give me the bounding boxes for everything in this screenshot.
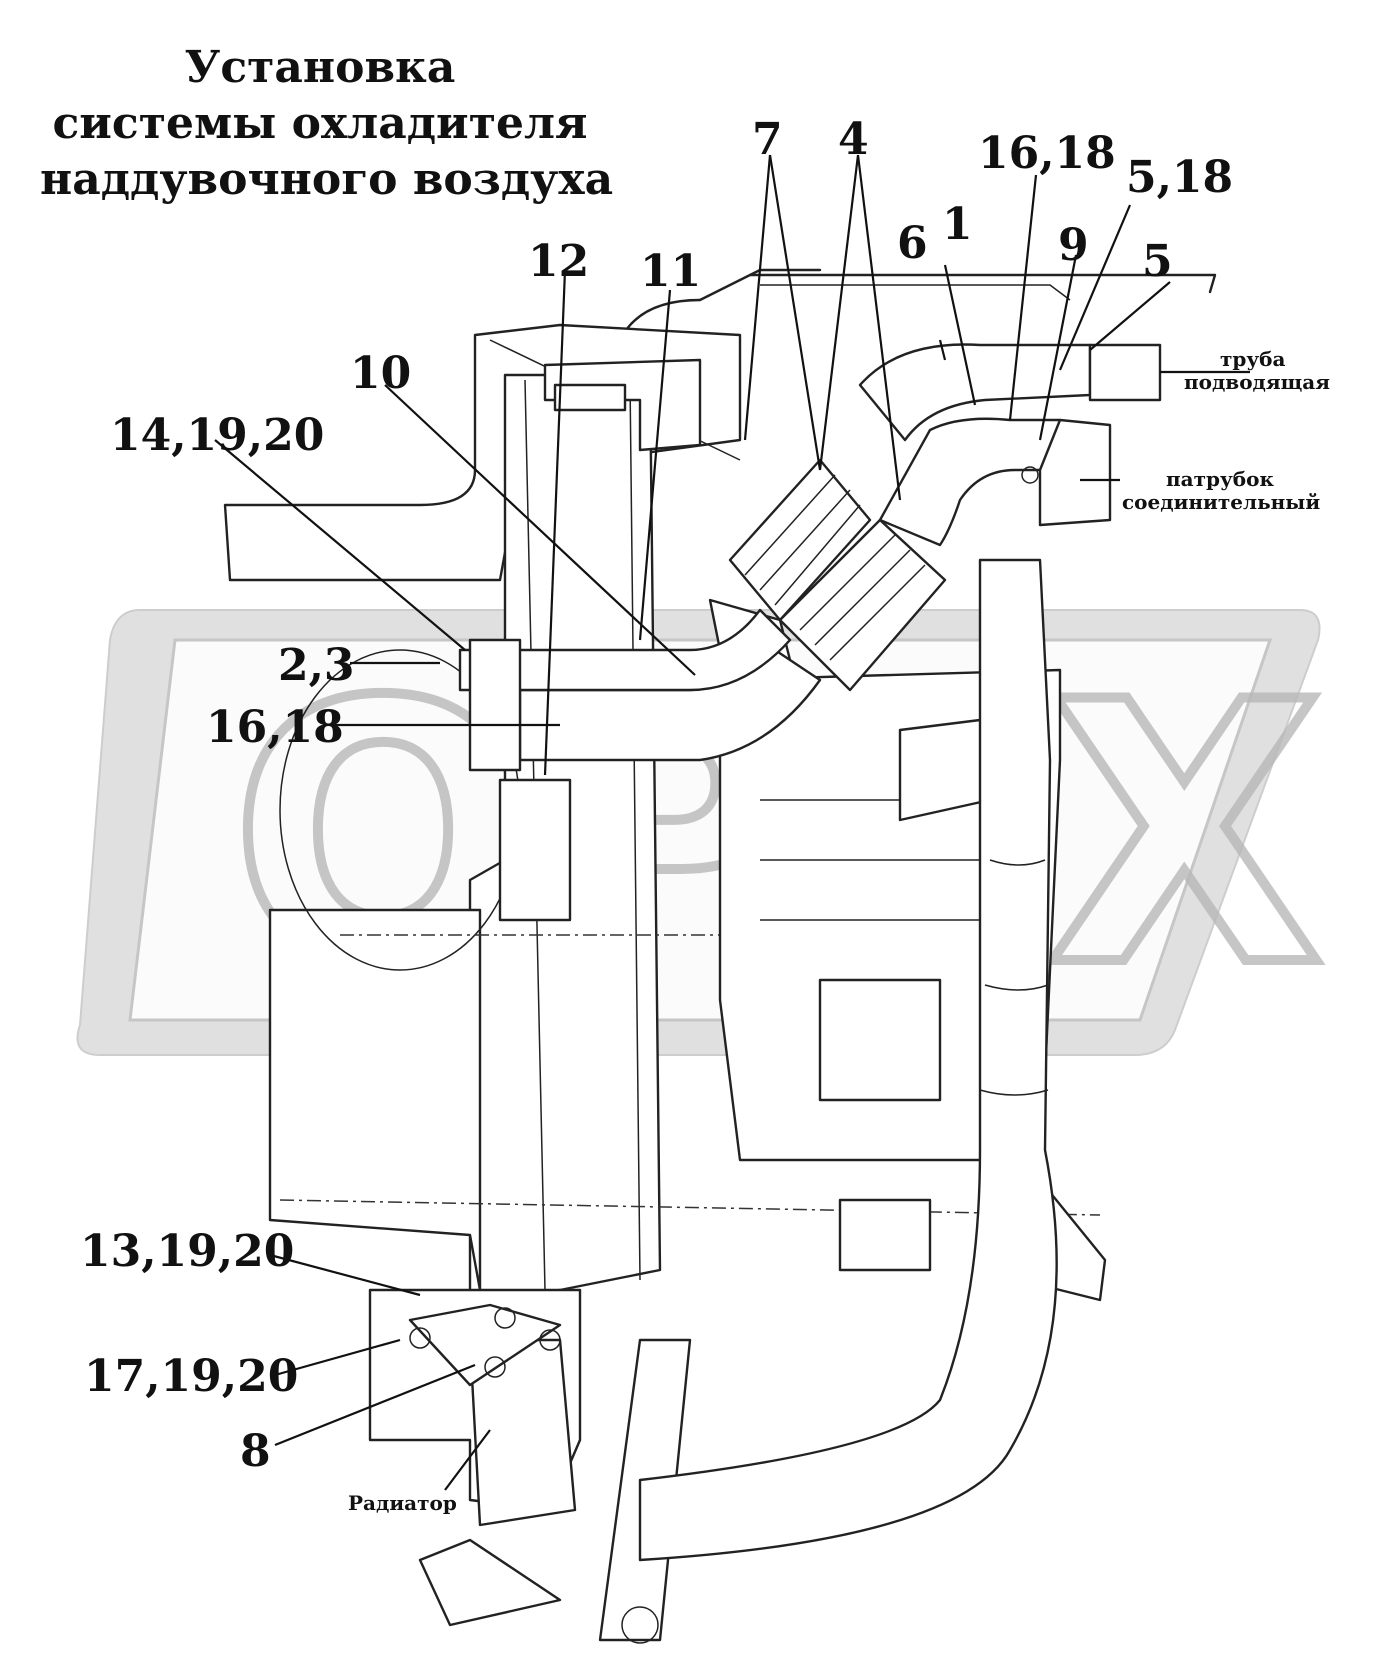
title-line-2: системы охладителя: [52, 98, 588, 149]
callout-11: 11: [640, 246, 702, 297]
callout-6: 6: [897, 218, 928, 269]
callout-16-18-left: 16,18: [206, 702, 344, 753]
callout-10: 10: [350, 348, 412, 399]
callout-8: 8: [240, 1426, 271, 1477]
note-branch-line2: соединительный: [1122, 490, 1321, 514]
note-pipe-line1: труба: [1220, 347, 1286, 371]
callout-4: 4: [838, 114, 869, 165]
leader-lines: [214, 154, 1250, 1491]
callout-12: 12: [528, 236, 590, 287]
upper-pipe: [858, 343, 1162, 547]
lower-pipe: [458, 608, 822, 922]
callout-13-19-20: 13,19,20: [80, 1226, 295, 1277]
callout-16-18-top: 16,18: [978, 128, 1116, 179]
callout-9: 9: [1058, 220, 1089, 271]
callout-5: 5: [1142, 236, 1173, 287]
diagram-title: Установка системы охладителя наддувочног…: [40, 40, 614, 208]
note-radiator: Радиатор: [348, 1491, 457, 1515]
note-branch-line1: патрубок: [1166, 467, 1274, 491]
title-line-1: Установка: [184, 42, 456, 93]
title-line-3: наддувочного воздуха: [40, 154, 614, 205]
note-pipe-line2: подводящая: [1184, 370, 1331, 394]
radiator-tank: [408, 1303, 577, 1527]
callout-7: 7: [752, 114, 783, 165]
callout-14-19-20: 14,19,20: [110, 410, 325, 461]
callout-2-3: 2,3: [278, 640, 355, 691]
callout-5-18: 5,18: [1126, 152, 1234, 203]
right-downpipe: [638, 558, 1058, 1562]
callout-17-19-20: 17,19,20: [84, 1351, 299, 1402]
callout-1: 1: [942, 199, 973, 250]
